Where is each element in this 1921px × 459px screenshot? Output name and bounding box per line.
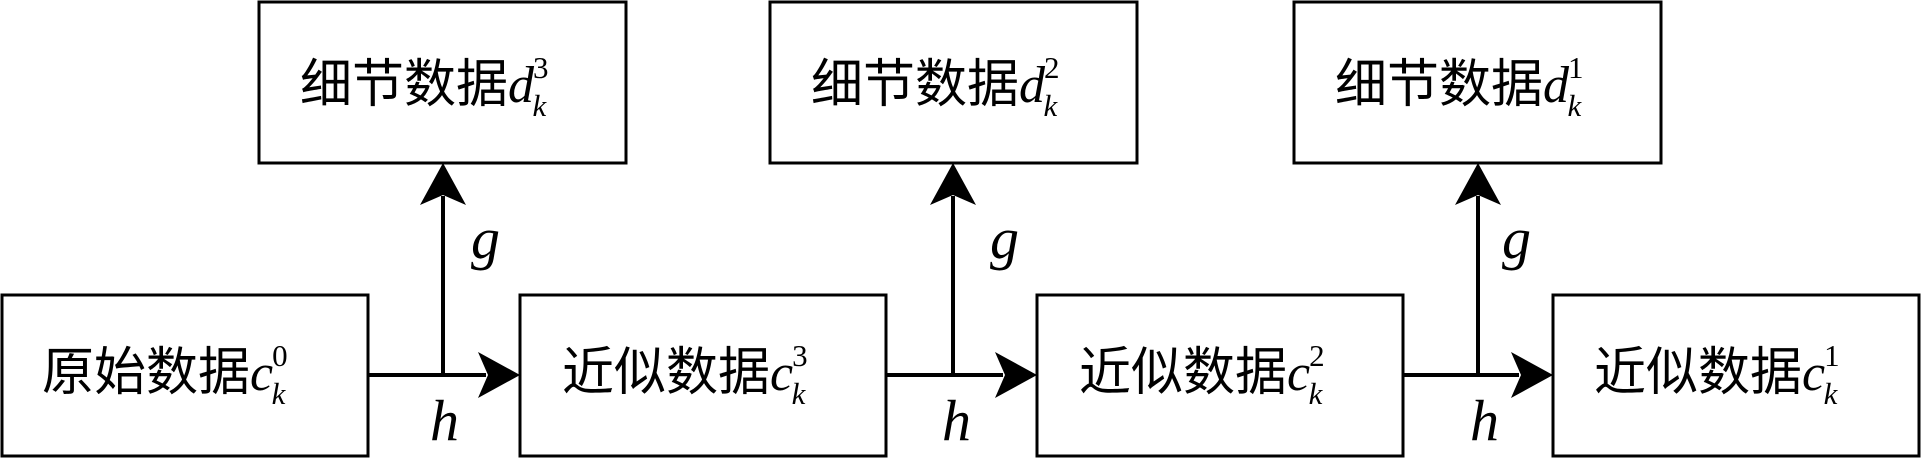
h-label-3: h <box>1470 388 1499 453</box>
detail-box-1-sub: k <box>533 88 548 123</box>
g-arrow-2 <box>930 163 976 375</box>
detail-box-2-sub: k <box>1044 88 1059 123</box>
source-box-var: c <box>250 345 273 402</box>
detail-box-3-sub: k <box>1568 88 1583 123</box>
g-label-1: g <box>471 206 500 271</box>
detail-box-3-var: d <box>1543 57 1570 114</box>
approx-box-2-sup: 2 <box>1309 338 1325 373</box>
h-arrow-1 <box>368 352 520 398</box>
h-label-2: h <box>942 388 971 453</box>
g-arrow-3 <box>1455 163 1501 375</box>
detail-box-3-sup: 1 <box>1568 50 1584 85</box>
source-box-sup: 0 <box>272 338 288 373</box>
detail-box-1-text: 细节数据 <box>300 55 508 115</box>
detail-box-1-sup: 3 <box>533 50 549 85</box>
detail-box-2-sup: 2 <box>1044 50 1060 85</box>
g-label-3: g <box>1502 206 1531 271</box>
approx-box-2-sub: k <box>1309 376 1324 411</box>
approx-box-3-text: 近似数据 <box>1594 343 1802 403</box>
h-arrow-2 <box>886 352 1037 398</box>
approx-box-1-text: 近似数据 <box>562 343 770 403</box>
approx-box-3-var: c <box>1802 345 1825 402</box>
detail-box-3-text: 细节数据 <box>1335 55 1543 115</box>
g-arrow-1 <box>420 163 466 375</box>
h-label-1: h <box>430 388 459 453</box>
approx-box-1-var: c <box>770 345 793 402</box>
detail-box-1-var: d <box>508 57 535 114</box>
approx-box-2-text: 近似数据 <box>1079 343 1287 403</box>
approx-box-1-sub: k <box>792 376 807 411</box>
detail-box-2-var: d <box>1019 57 1046 114</box>
approx-box-3-sup: 1 <box>1824 338 1840 373</box>
approx-box-3-sub: k <box>1824 376 1839 411</box>
source-box-sub: k <box>272 376 287 411</box>
g-label-2: g <box>990 206 1019 271</box>
approx-box-2-var: c <box>1287 345 1310 402</box>
detail-box-2-text: 细节数据 <box>811 55 1019 115</box>
source-box-text: 原始数据 <box>42 343 250 403</box>
approx-box-1-sup: 3 <box>792 338 808 373</box>
h-arrow-3 <box>1403 352 1553 398</box>
